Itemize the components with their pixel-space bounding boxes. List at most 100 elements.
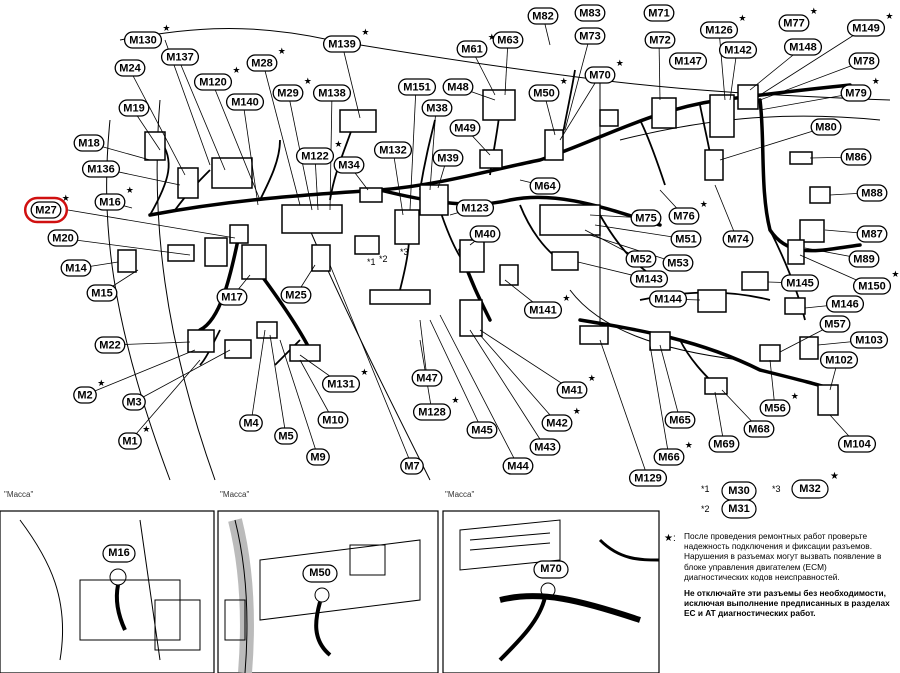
connector-block [359, 187, 383, 203]
star-icon: ★ [142, 424, 150, 434]
connector-label-text: M131 [327, 379, 355, 391]
connector-block [551, 251, 579, 271]
connector-block [204, 237, 228, 267]
connector-label-text: M140 [231, 97, 259, 109]
label-badge [469, 225, 501, 243]
star-icon: ★ [573, 406, 581, 416]
connector-label-m73: M73 [574, 27, 606, 45]
connector-label-m151: M151 [397, 78, 437, 96]
connector-block [789, 151, 813, 165]
label-badge [322, 35, 362, 53]
connector-label-text: M69 [713, 439, 734, 451]
connector-block [459, 239, 485, 273]
star-icon: ★ [872, 76, 880, 86]
label-badge [668, 52, 708, 70]
star-icon: ★ [885, 11, 893, 21]
connector-label-m86: M86 [840, 148, 872, 166]
connector-label-text: M42 [546, 418, 567, 430]
connector-label-m16: M16 ★ [94, 185, 134, 211]
connector-label-text: M82 [532, 11, 553, 23]
connector-label-m71: M71 [643, 4, 675, 22]
label-badge [840, 84, 872, 102]
label-badge [840, 148, 872, 166]
connector-label-text: M148 [789, 42, 817, 54]
connector-label-m77: M77★ [778, 6, 818, 32]
connector-label-text: M150 [858, 281, 886, 293]
inset-badge [533, 560, 569, 579]
connector-label-text: M48 [447, 82, 468, 94]
label-badge [442, 78, 474, 96]
label-badge [743, 420, 775, 438]
footnote-label: M32 [799, 483, 820, 495]
connector-label-m61: M61★ [456, 32, 496, 58]
label-badge [30, 201, 62, 219]
connector-label-text: M10 [322, 415, 343, 427]
label-badge [373, 141, 413, 159]
star-icon: ★ [62, 193, 70, 203]
connector-label-text: M147 [674, 56, 702, 68]
label-badge [118, 99, 150, 117]
star-icon: ★ [126, 185, 134, 195]
connector-block [211, 157, 253, 189]
connector-label-m10: M10 [317, 411, 349, 429]
label-badge [699, 21, 739, 39]
label-badge [114, 59, 146, 77]
harness-trunk [148, 83, 862, 392]
note-paragraph: После проведения ремонтных работ проверь… [684, 531, 882, 582]
star-icon: ★ [830, 471, 839, 482]
label-badge [94, 193, 126, 211]
star-icon: ★ [685, 440, 693, 450]
connector-block [482, 89, 516, 121]
label-badge [670, 230, 702, 248]
connector-block [354, 235, 380, 255]
connector-label-text: M75 [635, 213, 656, 225]
label-badge [529, 177, 561, 195]
connector-label-m89: M89 [848, 250, 880, 268]
connector-label-m45: M45 [466, 421, 498, 439]
connector-label-text: M137 [166, 52, 194, 64]
footnote-badge [721, 499, 757, 519]
connector-label-m139: M139★ [322, 27, 369, 53]
connector-label-text: M126 [705, 25, 733, 37]
inset-frames [0, 510, 660, 673]
connector-label-text: M43 [534, 442, 555, 454]
label-badge [160, 48, 200, 66]
label-badge [708, 435, 740, 453]
connector-label-m144: M144 [648, 290, 688, 308]
note-paragraph-warning: Не отключайте эти разъемы без необходимо… [684, 588, 890, 619]
label-badge [722, 230, 754, 248]
inset-connector-label: M70 [540, 563, 561, 575]
label-badge [852, 277, 892, 295]
label-badge [193, 73, 233, 91]
ref-mark: *3 [400, 247, 409, 257]
star-icon: ★ [810, 6, 818, 16]
footnote-mark: *3 [772, 484, 781, 494]
label-badge [778, 14, 810, 32]
connector-label-text: M120 [199, 77, 227, 89]
connector-label-text: M22 [99, 340, 120, 352]
connector-block [459, 299, 483, 337]
connector-label-m102: M102 [819, 351, 859, 369]
footnote-legend: *1 M30 *2 M31 *3 M32 ★ [701, 471, 839, 519]
connector-label-m75: M75 [630, 209, 662, 227]
connector-label-m57: M57 [819, 315, 851, 333]
star-icon: ★ [232, 65, 240, 75]
connector-block [289, 344, 321, 362]
connector-label-text: M141 [529, 305, 557, 317]
connector-label-m88: M88 [856, 184, 888, 202]
connector-label-text: M146 [831, 299, 859, 311]
connector-block [241, 244, 267, 280]
connector-label-m3: M3 [122, 393, 146, 411]
star-icon: ★ [791, 391, 799, 401]
connector-label-text: M16 [99, 197, 120, 209]
connector-label-text: M28 [251, 58, 272, 70]
connector-label-text: M143 [635, 274, 663, 286]
label-badge [584, 66, 616, 84]
connector-label-text: M63 [497, 35, 518, 47]
connector-label-text: M73 [579, 31, 600, 43]
connector-block [144, 131, 166, 161]
connector-label-text: M17 [221, 292, 242, 304]
connector-label-m137: M137 [160, 48, 200, 66]
connector-label-m104: M104 [837, 435, 877, 453]
label-badge [783, 38, 823, 56]
